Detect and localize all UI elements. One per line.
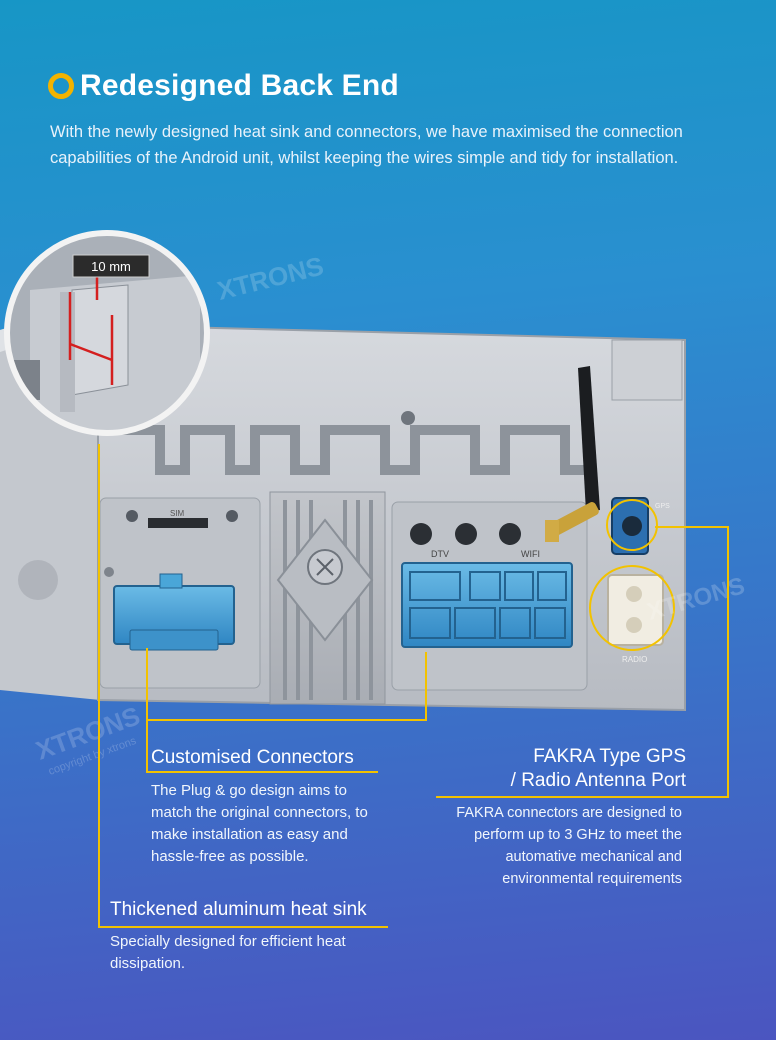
wifi-antenna xyxy=(545,366,600,542)
connectors-callout-line-2 xyxy=(425,652,427,720)
wifi-label: WIFI xyxy=(521,549,540,559)
bullet-ring-icon xyxy=(48,73,74,99)
heatsink-description: Specially designed for efficient heat di… xyxy=(110,933,346,972)
gps-highlight-circle xyxy=(606,499,658,551)
gps-label: GPS xyxy=(655,503,670,510)
connectors-callout-line xyxy=(146,648,148,772)
radio-highlight-circle xyxy=(589,565,675,651)
radio-label: RADIO xyxy=(622,655,647,664)
sim-label: SIM xyxy=(170,509,185,518)
section-title: Redesigned Back End xyxy=(48,66,399,106)
watermark-brand-top: XTRONS xyxy=(214,251,326,306)
gps-fakra-port: GPS xyxy=(611,497,670,555)
fakra-heading-line1: FAKRA Type GPS xyxy=(533,746,686,767)
fakra-callout-line xyxy=(727,526,729,798)
heatsink-callout-line xyxy=(98,444,100,928)
left-connector-panel: SIM xyxy=(99,497,261,689)
title-text: Redesigned Back End xyxy=(80,69,399,102)
intro-text: With the newly designed heat sink and co… xyxy=(50,123,683,167)
heatsink-heading: Thickened aluminum heat sink xyxy=(110,899,367,920)
fakra-callout-top xyxy=(655,526,728,528)
fakra-description: FAKRA connectors are designed to perform… xyxy=(456,805,682,887)
fakra-heading-line2: / Radio Antenna Port xyxy=(510,770,686,791)
measurement-tag xyxy=(72,254,150,278)
heatsink-underline xyxy=(98,926,388,928)
aux-harness-connectors xyxy=(401,562,573,648)
connectors-heading: Customised Connectors xyxy=(151,747,354,768)
heat-sink xyxy=(269,491,386,705)
measurement-label: 10 mm xyxy=(91,259,131,274)
radio-antenna-port: RADIO xyxy=(607,574,664,664)
fakra-underline xyxy=(436,796,729,798)
connectors-underline xyxy=(146,771,378,773)
dtv-label: DTV xyxy=(431,549,449,559)
connectors-description: The Plug & go design aims to match the o… xyxy=(151,782,368,865)
right-connector-panel: DTV WIFI xyxy=(391,501,588,691)
connectors-callout-join xyxy=(146,719,427,721)
